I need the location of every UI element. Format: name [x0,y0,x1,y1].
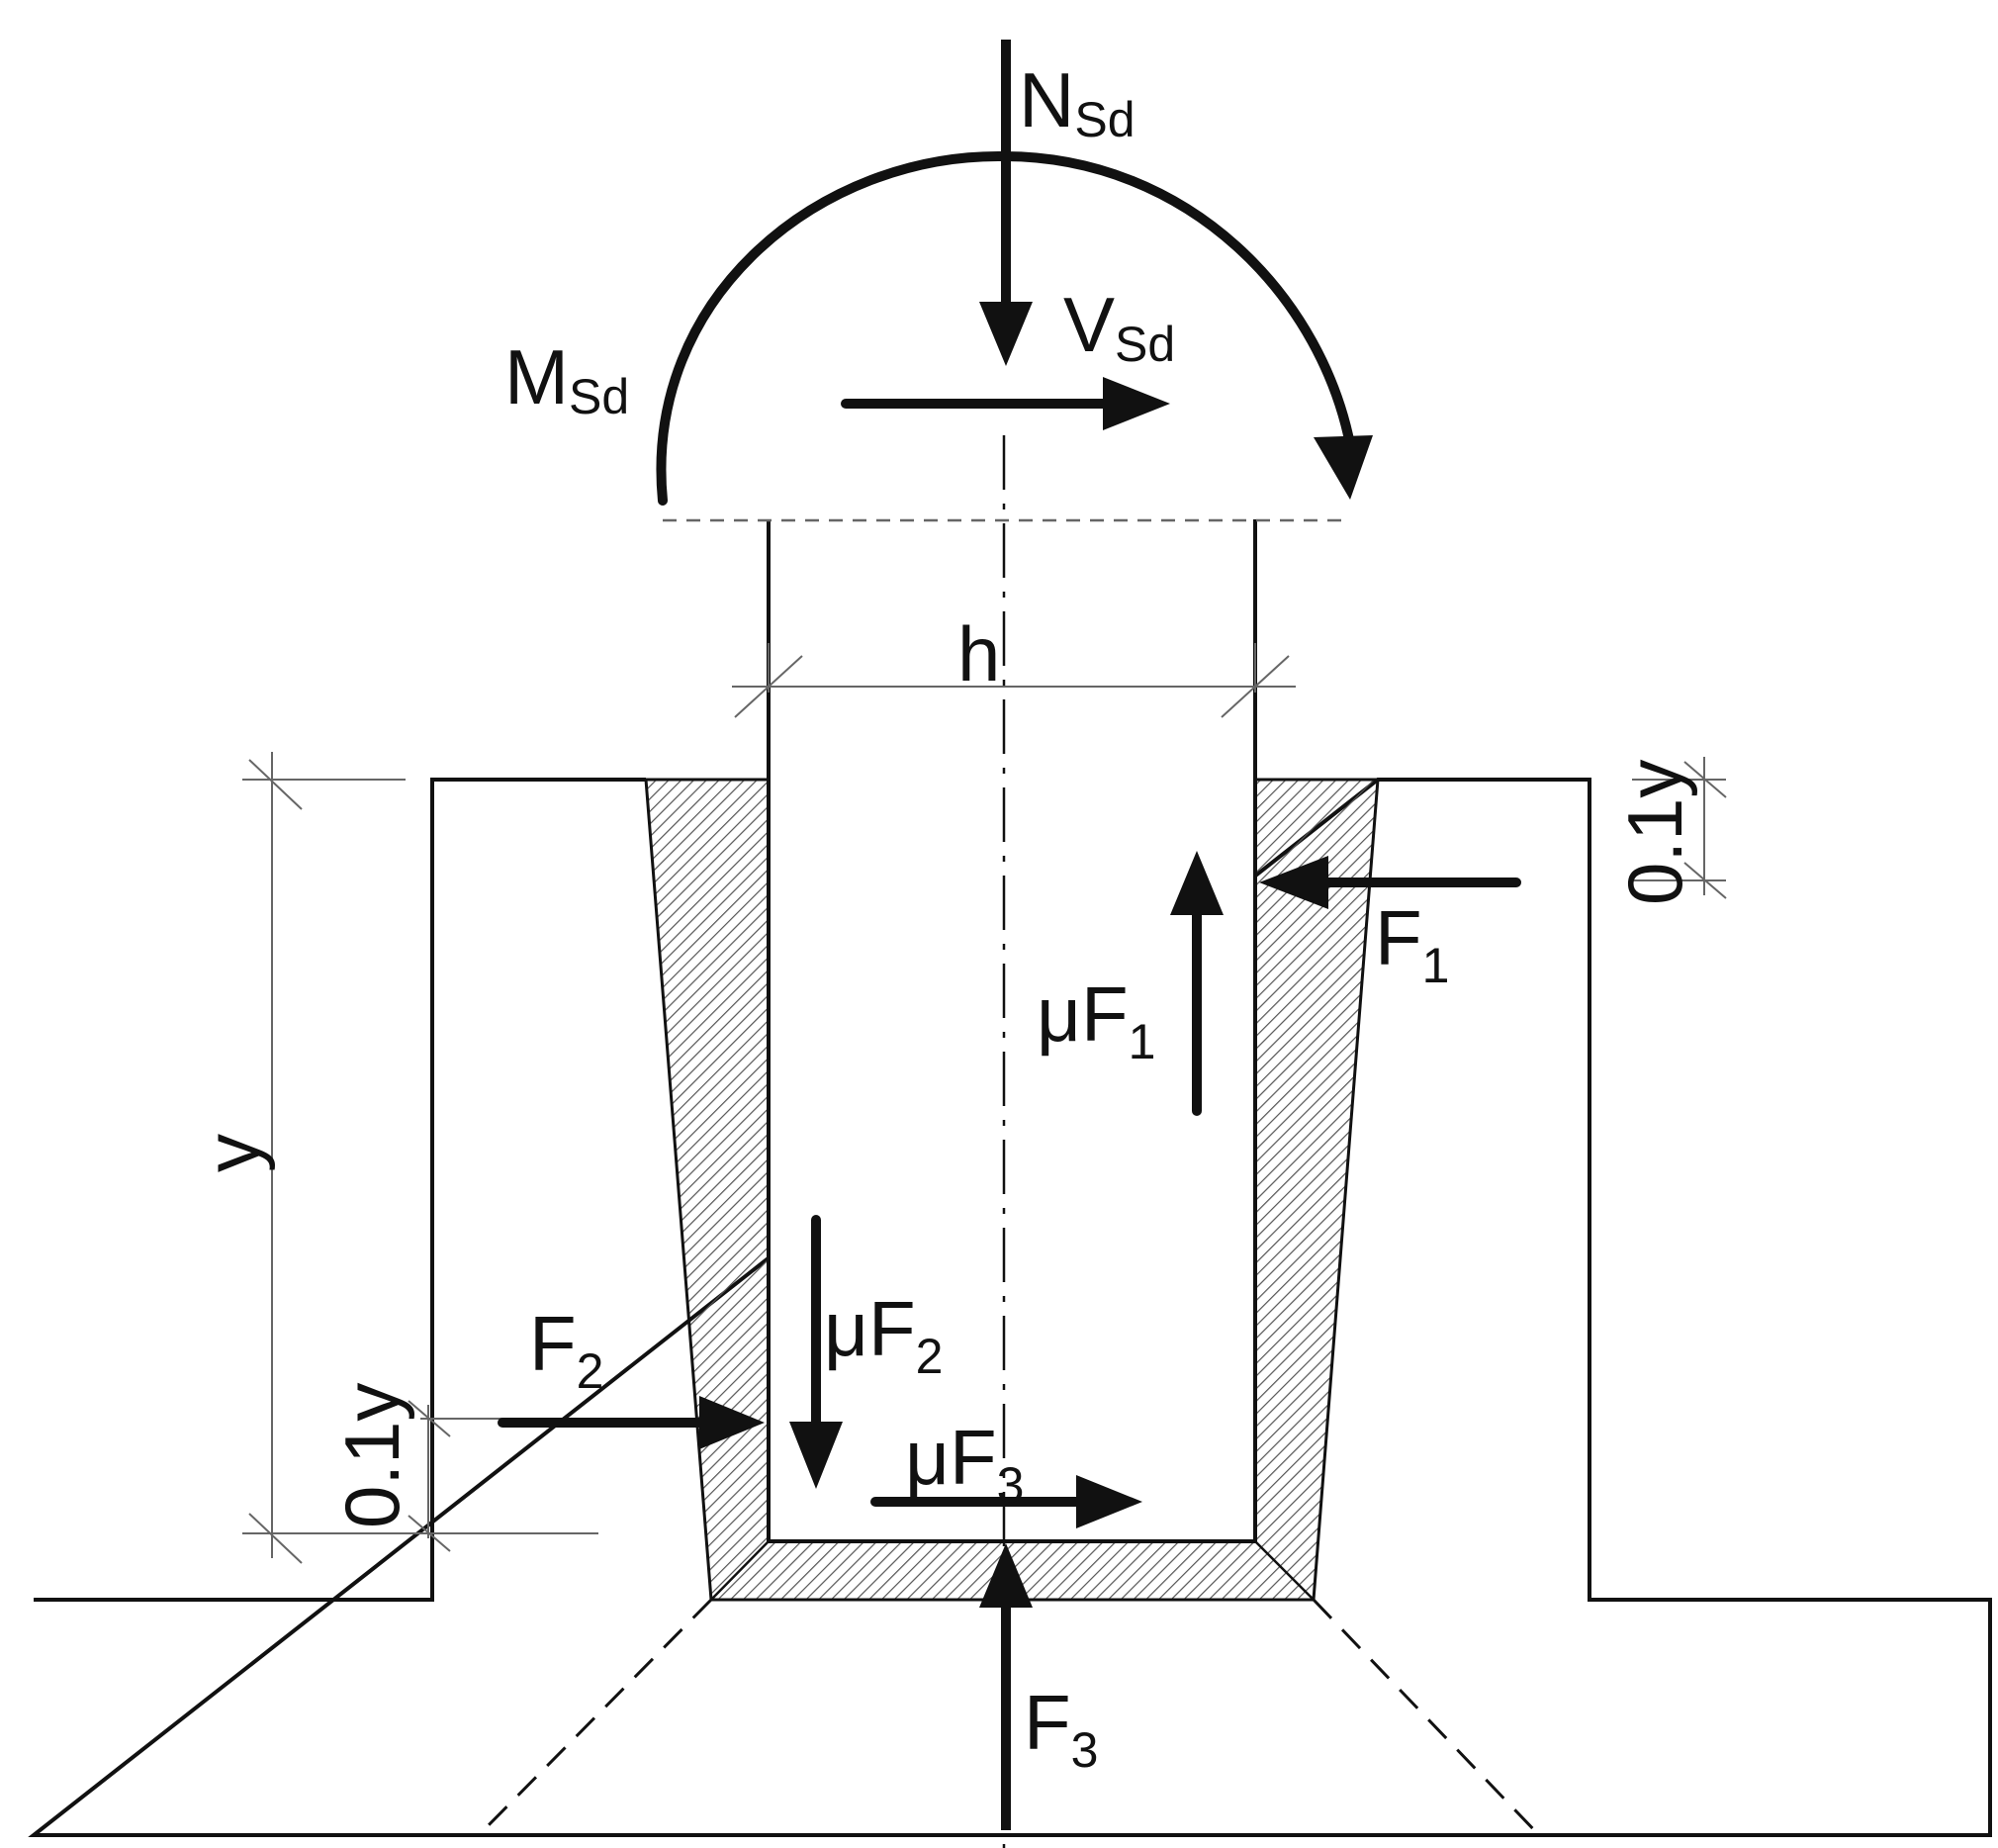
label-f2: F2 [529,1300,603,1399]
label-h: h [957,610,1000,697]
f1-arrowhead [1259,856,1328,909]
dimension-01y-top [1632,757,1727,899]
label-muf2: μF2 [824,1285,943,1384]
moment-arrowhead [1314,435,1373,500]
muf3-arrowhead [1076,1475,1142,1528]
label-muf1: μF1 [1037,970,1155,1069]
muf1-arrowhead [1170,851,1224,915]
spread-line-left [477,1598,713,1837]
vsd-arrowhead [1103,377,1170,430]
label-vsd: VSd [1063,281,1175,372]
nsd-arrowhead [979,302,1033,366]
label-01y-bottom: 0.1y [328,1383,415,1528]
dimension-h [732,643,1296,718]
foundation-outline [28,778,1992,1837]
label-nsd: NSd [1019,56,1135,147]
f2-arrowhead [699,1396,765,1449]
label-msd: MSd [504,333,629,424]
label-f3: F3 [1024,1679,1098,1778]
grout-corner-left [710,1540,770,1601]
column-outline [767,519,1257,1543]
grout-corner-right [1254,1540,1315,1601]
label-muf3: μF3 [905,1414,1024,1513]
dimension-y [242,752,598,1564]
f3-arrowhead [979,1543,1033,1608]
muf2-arrowhead [789,1422,843,1489]
label-01y-top: 0.1y [1611,760,1698,905]
label-f1: F1 [1375,894,1449,993]
label-y: y [189,1134,276,1172]
spread-line-right [1312,1598,1541,1837]
